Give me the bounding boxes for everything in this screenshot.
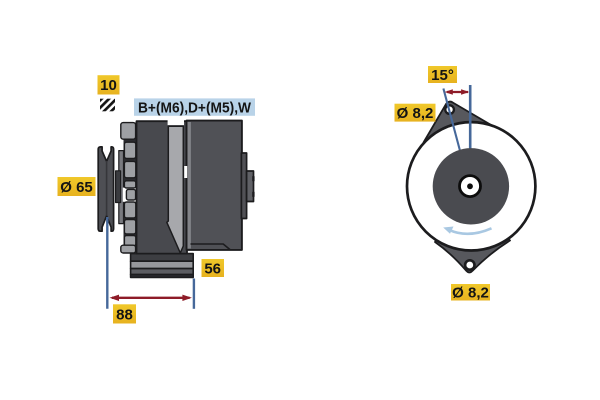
svg-text:Ø 8,2: Ø 8,2 [397,105,434,122]
svg-text:88: 88 [116,306,133,323]
svg-text:B+(M6),D+(M5),W: B+(M6),D+(M5),W [138,99,252,116]
svg-text:Ø 65: Ø 65 [60,179,93,196]
svg-text:56: 56 [204,261,221,278]
svg-text:Ø 8,2: Ø 8,2 [452,285,489,302]
svg-text:15°: 15° [431,67,454,84]
svg-text:10: 10 [100,77,117,94]
